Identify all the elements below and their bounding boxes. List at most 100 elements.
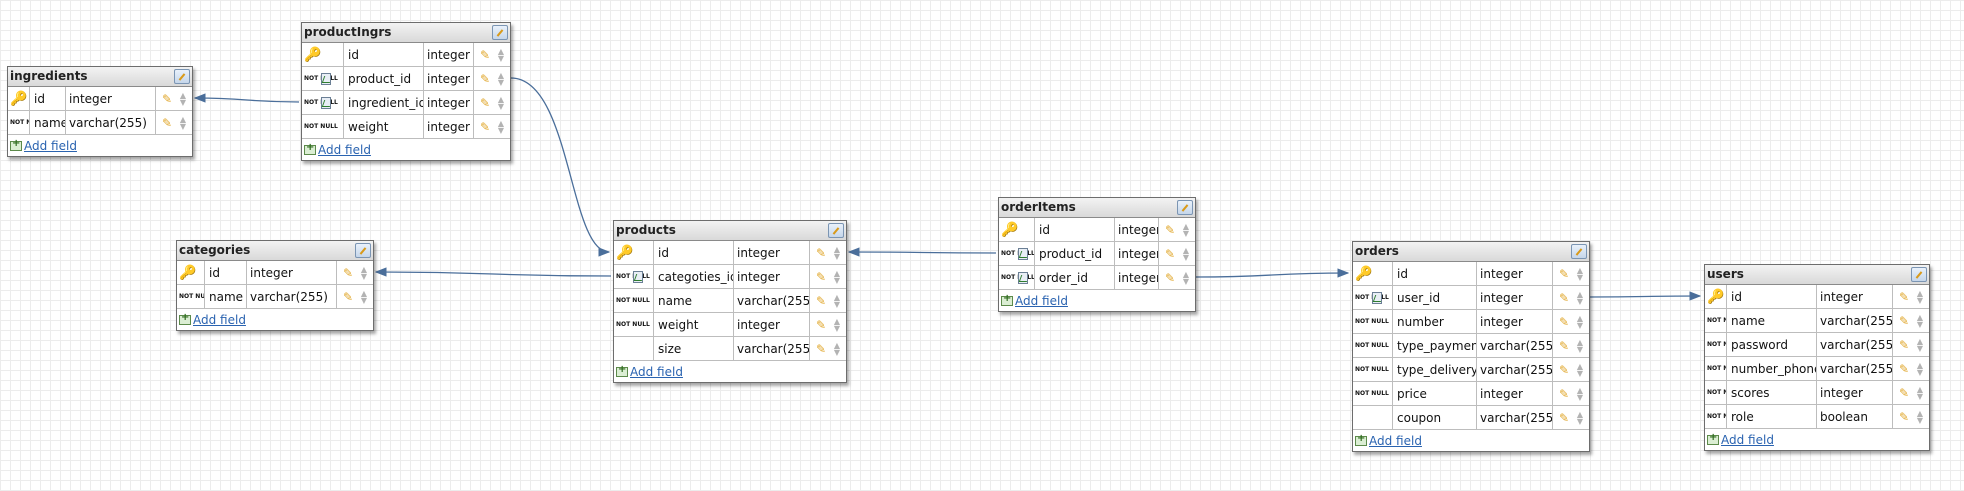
relation-line-productIngrs-products[interactable] <box>510 77 611 257</box>
table-header[interactable]: orderItems <box>999 198 1195 218</box>
move-up-icon[interactable]: ▲ <box>1182 245 1190 255</box>
move-down-icon[interactable]: ▼ <box>1916 367 1924 377</box>
reorder-arrows-icon[interactable]: ▲▼ <box>1576 289 1584 306</box>
move-down-icon[interactable]: ▼ <box>497 77 505 87</box>
move-up-icon[interactable]: ▲ <box>360 288 368 298</box>
table-header[interactable]: products <box>614 221 846 241</box>
move-up-icon[interactable]: ▲ <box>1916 312 1924 322</box>
move-down-icon[interactable]: ▼ <box>1182 228 1190 238</box>
move-up-icon[interactable]: ▲ <box>1576 337 1584 347</box>
add-field-icon[interactable] <box>1355 433 1367 446</box>
table-header[interactable]: productIngrs <box>302 23 510 43</box>
move-down-icon[interactable]: ▼ <box>833 299 841 309</box>
table-header[interactable]: categories <box>177 241 373 261</box>
edit-field-icon[interactable]: ✎ <box>1898 385 1909 400</box>
reorder-arrows-icon[interactable]: ▲▼ <box>1916 384 1924 401</box>
move-down-icon[interactable]: ▼ <box>1182 252 1190 262</box>
add-field-link[interactable]: Add field <box>1015 293 1068 308</box>
edit-field-icon[interactable]: ✎ <box>1898 337 1909 352</box>
edit-field-icon[interactable]: ✎ <box>479 71 490 86</box>
move-down-icon[interactable]: ▼ <box>1576 392 1584 402</box>
move-up-icon[interactable]: ▲ <box>833 292 841 302</box>
edit-field-icon[interactable]: ✎ <box>1558 338 1569 353</box>
reorder-arrows-icon[interactable]: ▲▼ <box>179 90 187 107</box>
move-up-icon[interactable]: ▲ <box>1576 289 1584 299</box>
add-field-icon[interactable] <box>179 312 191 325</box>
edit-field-icon[interactable]: ✎ <box>1898 313 1909 328</box>
table-header[interactable]: ingredients <box>8 67 192 87</box>
relation-line-productIngrs-ingredients[interactable] <box>193 93 300 103</box>
edit-field-icon[interactable]: ✎ <box>479 47 490 62</box>
move-up-icon[interactable]: ▲ <box>1576 361 1584 371</box>
move-up-icon[interactable]: ▲ <box>179 90 187 100</box>
field-row[interactable]: NOT NULLpasswordvarchar(255)✎▲▼ <box>1705 333 1929 357</box>
table-header[interactable]: orders <box>1353 242 1589 262</box>
edit-field-icon[interactable]: ✎ <box>1558 410 1569 425</box>
move-down-icon[interactable]: ▼ <box>179 121 187 131</box>
add-field-link[interactable]: Add field <box>630 364 683 379</box>
move-down-icon[interactable]: ▼ <box>833 251 841 261</box>
move-down-icon[interactable]: ▼ <box>1576 296 1584 306</box>
edit-field-icon[interactable]: ✎ <box>1558 362 1569 377</box>
reorder-arrows-icon[interactable]: ▲▼ <box>833 268 841 285</box>
move-down-icon[interactable]: ▼ <box>833 275 841 285</box>
relation-line-orderItems-products[interactable] <box>847 247 997 257</box>
reorder-arrows-icon[interactable]: ▲▼ <box>360 288 368 304</box>
move-up-icon[interactable]: ▲ <box>1182 269 1190 279</box>
edit-field-icon[interactable]: ✎ <box>815 245 826 260</box>
move-up-icon[interactable]: ▲ <box>833 268 841 278</box>
edit-field-icon[interactable]: ✎ <box>342 265 353 280</box>
move-down-icon[interactable]: ▼ <box>1182 276 1190 286</box>
move-up-icon[interactable]: ▲ <box>497 46 505 56</box>
move-up-icon[interactable]: ▲ <box>1916 288 1924 298</box>
edit-field-icon[interactable]: ✎ <box>1558 290 1569 305</box>
move-down-icon[interactable]: ▼ <box>497 53 505 63</box>
move-up-icon[interactable]: ▲ <box>1916 384 1924 394</box>
add-field-icon[interactable] <box>10 138 22 151</box>
move-up-icon[interactable]: ▲ <box>833 340 841 350</box>
move-down-icon[interactable]: ▼ <box>833 323 841 333</box>
move-up-icon[interactable]: ▲ <box>1916 408 1924 418</box>
reorder-arrows-icon[interactable]: ▲▼ <box>1182 269 1190 286</box>
edit-field-icon[interactable]: ✎ <box>161 91 172 106</box>
move-up-icon[interactable]: ▲ <box>179 114 187 124</box>
edit-field-icon[interactable]: ✎ <box>1558 314 1569 329</box>
move-up-icon[interactable]: ▲ <box>1576 265 1584 275</box>
edit-field-icon[interactable]: ✎ <box>1898 289 1909 304</box>
relation-line-orders-users[interactable] <box>1589 291 1702 301</box>
edit-field-icon[interactable]: ✎ <box>1558 266 1569 281</box>
move-down-icon[interactable]: ▼ <box>497 125 505 135</box>
reorder-arrows-icon[interactable]: ▲▼ <box>1916 288 1924 304</box>
move-up-icon[interactable]: ▲ <box>1576 409 1584 419</box>
move-up-icon[interactable]: ▲ <box>1576 385 1584 395</box>
edit-field-icon[interactable]: ✎ <box>1898 409 1909 424</box>
move-down-icon[interactable]: ▼ <box>179 97 187 107</box>
edit-field-icon[interactable]: ✎ <box>815 293 826 308</box>
move-down-icon[interactable]: ▼ <box>360 271 368 281</box>
edit-field-icon[interactable]: ✎ <box>479 119 490 134</box>
reorder-arrows-icon[interactable]: ▲▼ <box>1182 222 1190 238</box>
reorder-arrows-icon[interactable]: ▲▼ <box>833 317 841 333</box>
move-up-icon[interactable]: ▲ <box>1576 313 1584 323</box>
reorder-arrows-icon[interactable]: ▲▼ <box>1916 408 1924 425</box>
reorder-arrows-icon[interactable]: ▲▼ <box>1182 245 1190 262</box>
move-down-icon[interactable]: ▼ <box>1916 415 1924 425</box>
move-down-icon[interactable]: ▼ <box>1916 391 1924 401</box>
reorder-arrows-icon[interactable]: ▲▼ <box>1576 385 1584 402</box>
reorder-arrows-icon[interactable]: ▲▼ <box>833 292 841 309</box>
reorder-arrows-icon[interactable]: ▲▼ <box>497 46 505 63</box>
add-field-link[interactable]: Add field <box>193 312 246 327</box>
